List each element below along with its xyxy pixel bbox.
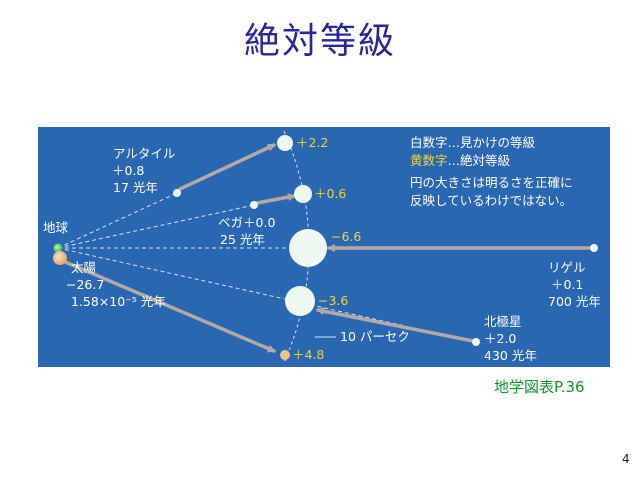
legend-yellow-key: 黄数字 bbox=[410, 153, 448, 168]
absolute-magnitude-diagram: 地球 アルタイル ＋0.8 17 光年 ベガ＋0.0 25 光年 リゲル ＋0.… bbox=[38, 127, 610, 367]
source-citation: 地学図表P.36 bbox=[494, 378, 585, 396]
legend-note-line1: 円の大きさは明るさを正確に bbox=[410, 175, 573, 190]
polaris-name: 北極星 bbox=[484, 314, 522, 329]
rigel-apparent-mag: ＋0.1 bbox=[551, 277, 583, 292]
vega-10pc-star bbox=[294, 185, 312, 203]
legend-white-key: 白数字 bbox=[410, 135, 448, 150]
altair-absolute-mag: ＋2.2 bbox=[296, 135, 328, 150]
vega-distance: 25 光年 bbox=[220, 232, 265, 247]
sun-absolute-mag: ＋4.8 bbox=[292, 347, 324, 362]
polaris-apparent-mag: ＋2.0 bbox=[484, 331, 516, 346]
sun-10pc-star bbox=[280, 350, 290, 360]
rigel-actual-star bbox=[590, 244, 598, 252]
sightline-vega bbox=[57, 204, 255, 249]
rigel-distance: 700 光年 bbox=[548, 294, 601, 309]
polaris-10pc-star bbox=[285, 286, 315, 316]
altair-apparent-mag: ＋0.8 bbox=[112, 163, 144, 178]
altair-distance: 17 光年 bbox=[113, 180, 158, 195]
earth-label: 地球 bbox=[43, 220, 69, 235]
page-title: 絶対等級 bbox=[243, 21, 396, 62]
legend-line-yellow: 黄数字…絶対等級 bbox=[410, 153, 511, 168]
sun-apparent-mag: −26.7 bbox=[66, 277, 104, 292]
ten-parsec-arc bbox=[283, 130, 310, 364]
legend-note-line2: 反映しているわけではない。 bbox=[410, 193, 572, 208]
legend-white-desc: …見かけの等級 bbox=[448, 135, 536, 150]
arrow-polaris bbox=[316, 307, 475, 343]
altair-actual-star bbox=[173, 189, 181, 197]
arrow-altair bbox=[178, 143, 276, 191]
sun-distance: 1.58×10⁻⁵ 光年 bbox=[71, 294, 166, 309]
vega-name: ベガ bbox=[218, 215, 243, 230]
vega-apparent-mag: ＋0.0 bbox=[243, 215, 275, 230]
sightline-altair bbox=[57, 192, 178, 249]
vega-name-apparent: ベガ＋0.0 bbox=[218, 215, 275, 230]
sun-icon bbox=[53, 251, 67, 265]
earth-icon bbox=[53, 243, 63, 253]
parsec-label: 10 パーセク bbox=[340, 329, 410, 344]
rigel-name: リゲル bbox=[548, 260, 586, 275]
rigel-absolute-mag: −6.6 bbox=[331, 229, 361, 244]
polaris-actual-star bbox=[472, 338, 480, 346]
arrow-sun bbox=[61, 259, 276, 353]
polaris-absolute-mag: −3.6 bbox=[318, 293, 348, 308]
arrow-vega bbox=[255, 193, 296, 205]
vega-absolute-mag: ＋0.6 bbox=[314, 186, 346, 201]
vega-actual-star bbox=[250, 201, 258, 209]
altair-name: アルタイル bbox=[113, 146, 175, 161]
legend: 白数字…見かけの等級 黄数字…絶対等級 円の大きさは明るさを正確に 反映している… bbox=[410, 135, 573, 208]
legend-yellow-desc: …絶対等級 bbox=[448, 153, 511, 168]
sun-name: 太陽 bbox=[71, 260, 96, 275]
polaris-distance: 430 光年 bbox=[484, 348, 537, 363]
arrows bbox=[61, 143, 593, 353]
rigel-10pc-star bbox=[289, 229, 327, 267]
page-number: 4 bbox=[622, 452, 630, 466]
legend-line-white: 白数字…見かけの等級 bbox=[410, 135, 536, 150]
altair-10pc-star bbox=[277, 135, 293, 151]
